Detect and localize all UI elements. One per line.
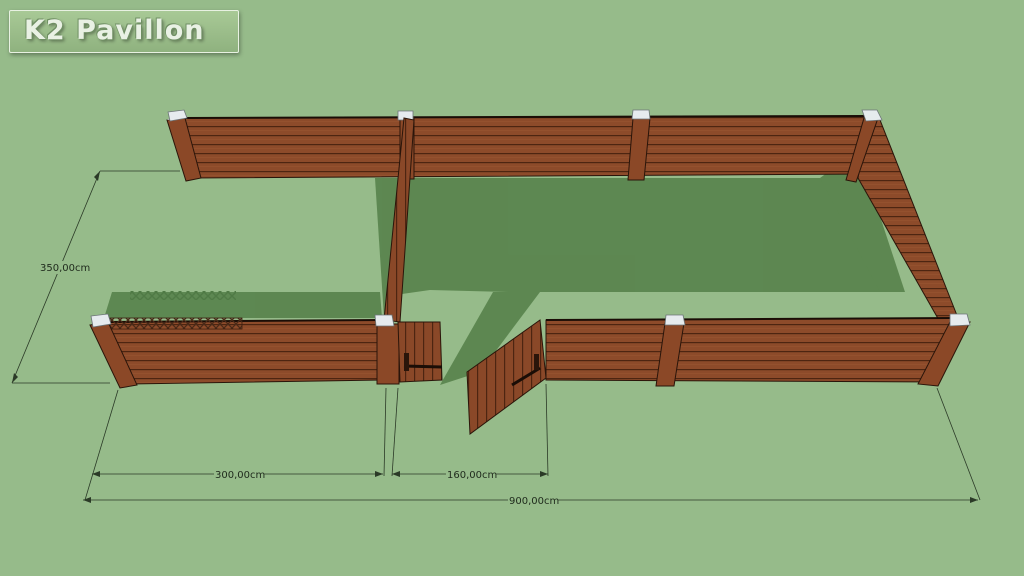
post-front-left: [89, 313, 138, 389]
dimension-left-section-label: 300,00cm: [215, 470, 265, 481]
gate-leaf-left: [397, 321, 443, 383]
lattice-topper: [109, 317, 243, 330]
dimension-arrows: [12, 171, 978, 503]
front-right-wall: [545, 317, 961, 383]
logo-text: K2 Pavillon: [24, 15, 205, 46]
post-front-right: [917, 313, 971, 387]
post-back-mid: [627, 109, 651, 181]
post-front-mid: [655, 314, 686, 387]
dimension-gate-label: 160,00cm: [447, 470, 497, 481]
dimension-depth-label: 350,00cm: [40, 263, 90, 274]
front-left-wall: [107, 317, 385, 385]
right-side-wall: [845, 109, 959, 323]
post-gate: [374, 314, 400, 385]
back-wall: [184, 115, 869, 179]
brand-logo: K2 Pavillon: [9, 10, 239, 53]
post-back-left: [166, 109, 202, 182]
lattice-shadow: [130, 291, 236, 300]
dimension-total-label: 900,00cm: [509, 496, 559, 507]
